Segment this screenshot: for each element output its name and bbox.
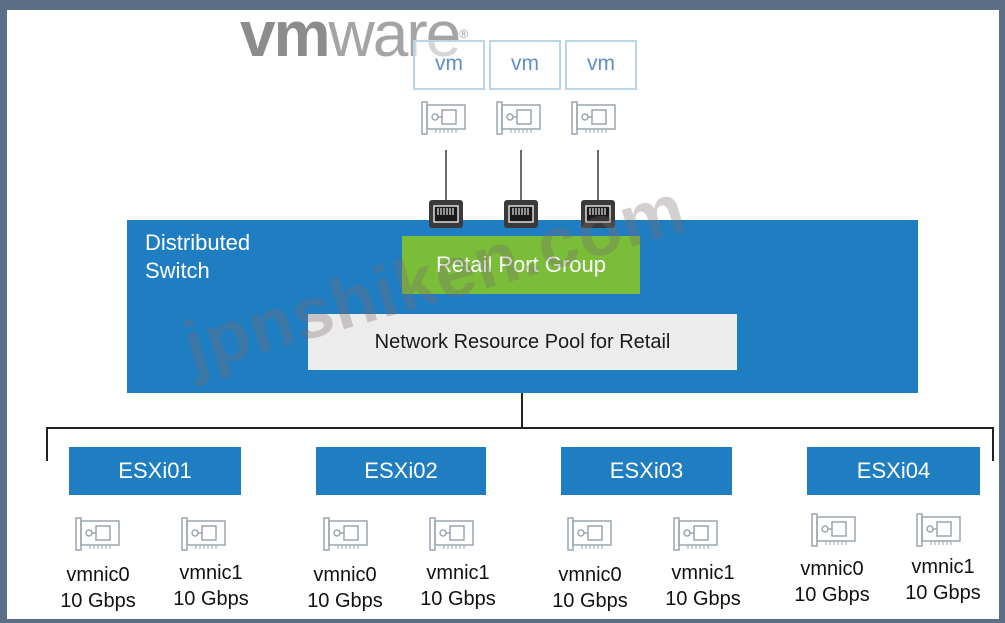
virtual-nic-icon: [496, 101, 541, 135]
host-esxi04: ESXi04: [807, 447, 980, 495]
vmnic-label: vmnic1 10 Gbps: [648, 560, 758, 612]
vm-cable: [597, 150, 599, 200]
vmnic-label: vmnic0 10 Gbps: [43, 562, 153, 614]
physical-nic-icon: [567, 517, 612, 551]
vm-label: vm: [511, 52, 539, 75]
vmnic-name: vmnic1: [179, 562, 243, 584]
vmnic-label: vmnic1 10 Gbps: [403, 560, 513, 612]
retail-port-group: Retail Port Group: [402, 236, 640, 294]
vmnic-label: vmnic1 10 Gbps: [156, 560, 266, 612]
host-esxi02: ESXi02: [316, 447, 486, 495]
logo-vm-text: vm: [240, 0, 330, 70]
virtual-nic-icon: [421, 101, 466, 135]
physical-nic-icon: [181, 517, 226, 551]
vmnic-speed: 10 Gbps: [173, 588, 249, 610]
ethernet-port-icon: [429, 200, 463, 228]
vm-label: vm: [435, 52, 463, 75]
uplink-trunk-line: [521, 393, 523, 428]
vmnic-label: vmnic1 10 Gbps: [888, 554, 998, 606]
vm-box-1: vm: [413, 40, 485, 90]
vm-cable: [520, 150, 522, 200]
distributed-switch-label: Distributed Switch: [145, 229, 285, 285]
physical-nic-icon: [811, 513, 856, 547]
vmnic-label: vmnic0 10 Gbps: [777, 556, 887, 608]
vm-cable: [445, 150, 447, 200]
vmnic-speed: 10 Gbps: [60, 590, 136, 612]
vm-label: vm: [587, 52, 615, 75]
vmnic-speed: 10 Gbps: [794, 584, 870, 606]
physical-nic-icon: [323, 517, 368, 551]
vmnic-speed: 10 Gbps: [420, 588, 496, 610]
vmnic-name: vmnic1: [911, 556, 975, 578]
host-esxi03: ESXi03: [561, 447, 732, 495]
distributed-switch-label-line2: Switch: [145, 258, 210, 283]
vmnic-speed: 10 Gbps: [905, 582, 981, 604]
host-bus-right-drop: [992, 427, 994, 461]
logo-registered-mark: ®: [459, 27, 468, 41]
ethernet-port-icon: [581, 200, 615, 228]
vmnic-name: vmnic0: [66, 564, 130, 586]
vmnic-speed: 10 Gbps: [307, 590, 383, 612]
vmnic-name: vmnic1: [426, 562, 490, 584]
vmnic-name: vmnic0: [800, 558, 864, 580]
network-resource-pool: Network Resource Pool for Retail: [308, 314, 737, 370]
vmnic-name: vmnic1: [671, 562, 735, 584]
virtual-nic-icon: [571, 101, 616, 135]
vmnic-name: vmnic0: [558, 564, 622, 586]
vmnic-speed: 10 Gbps: [665, 588, 741, 610]
physical-nic-icon: [673, 517, 718, 551]
physical-nic-icon: [429, 517, 474, 551]
vmnic-name: vmnic0: [313, 564, 377, 586]
vm-box-3: vm: [565, 40, 637, 90]
host-esxi01: ESXi01: [69, 447, 241, 495]
physical-nic-icon: [916, 513, 961, 547]
host-bus-line: [46, 427, 994, 429]
distributed-switch-label-line1: Distributed: [145, 230, 251, 255]
ethernet-port-icon: [504, 200, 538, 228]
host-bus-left-drop: [46, 427, 48, 461]
vmnic-speed: 10 Gbps: [552, 590, 628, 612]
vm-box-2: vm: [489, 40, 561, 90]
vmnic-label: vmnic0 10 Gbps: [290, 562, 400, 614]
physical-nic-icon: [75, 517, 120, 551]
vmnic-label: vmnic0 10 Gbps: [535, 562, 645, 614]
